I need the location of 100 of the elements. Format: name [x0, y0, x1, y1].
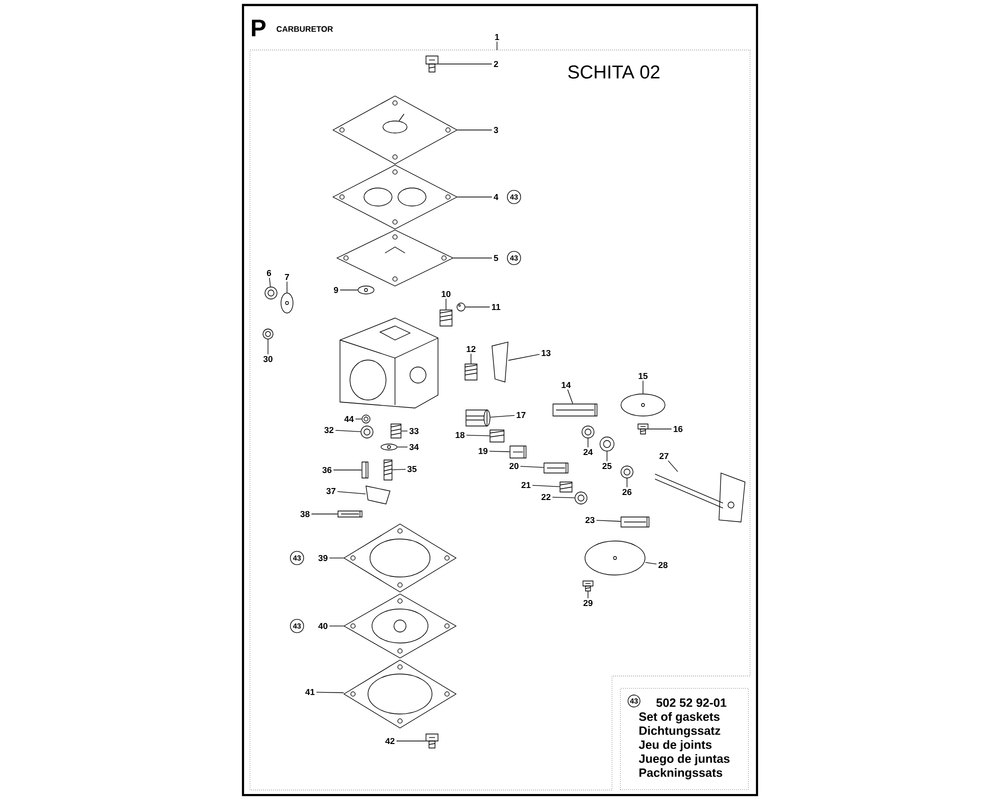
- callout-number: 23: [585, 516, 594, 524]
- leader-line: [648, 428, 672, 430]
- nut-drawing: [574, 492, 588, 504]
- leader-line: [642, 380, 644, 394]
- screw-drawing: [582, 580, 594, 592]
- callout-number: 32: [324, 426, 334, 434]
- callout-number: 27: [659, 453, 668, 460]
- leader-line: [470, 353, 472, 364]
- callout-number: 40: [318, 622, 328, 630]
- screw-drawing: [638, 424, 648, 434]
- callout-number: 42: [385, 738, 394, 744]
- o-ring-drawing: [380, 444, 398, 450]
- callout-number: 5: [494, 254, 498, 262]
- disc-drawing: [620, 394, 666, 416]
- callout-number: 19: [478, 448, 488, 454]
- callout-number: 17: [516, 412, 526, 418]
- pin-drawing: [338, 510, 362, 518]
- leader-line: [355, 418, 362, 420]
- washer-drawing: [262, 328, 274, 340]
- plate-drawing: [280, 292, 294, 314]
- lever-drawing: [492, 342, 508, 382]
- callout-number: 41: [305, 689, 315, 695]
- leader-line: [316, 692, 344, 694]
- callout-number: 38: [300, 510, 310, 518]
- shaft-drawing: [552, 404, 598, 416]
- washer-drawing: [264, 286, 278, 300]
- spring-drawing: [384, 460, 392, 480]
- gear-drawing: [600, 436, 614, 452]
- needle-drawing: [620, 516, 650, 528]
- spring-drawing: [490, 430, 504, 442]
- callout-number: 30: [263, 356, 272, 362]
- callout-number: 14: [562, 382, 571, 388]
- leader-line: [508, 354, 540, 361]
- spring-drawing: [464, 364, 478, 380]
- leader-line: [337, 491, 366, 494]
- leader-line: [567, 389, 574, 404]
- leader-line: [520, 466, 544, 468]
- leader-line: [269, 277, 271, 287]
- callout-number: 2: [494, 60, 498, 68]
- callout-number: 33: [409, 428, 418, 434]
- leader-line: [596, 520, 621, 522]
- leader-line: [532, 485, 560, 488]
- callout-number: 7: [284, 274, 290, 280]
- callout-number: 39: [318, 554, 328, 562]
- shaft-lever-drawing: [654, 472, 746, 522]
- callout-number: 10: [442, 290, 450, 298]
- leader-line: [645, 562, 657, 564]
- callout-number: 1: [495, 34, 500, 40]
- callout-number: 15: [638, 372, 648, 380]
- section-title: CARBURETOR: [276, 26, 333, 32]
- leader-line: [496, 41, 498, 50]
- bushing-drawing: [510, 446, 526, 458]
- leader-line: [335, 430, 361, 432]
- lever-drawing: [366, 486, 390, 504]
- leader-line: [392, 468, 406, 470]
- callout-number: 35: [407, 466, 417, 472]
- leader-line: [286, 281, 288, 293]
- ball-drawing: [456, 302, 466, 312]
- leader-line: [552, 496, 575, 498]
- o-ring-drawing: [358, 286, 374, 294]
- callout-number: 21: [521, 482, 531, 488]
- needle-drawing: [544, 462, 568, 474]
- valve-drawing: [466, 410, 490, 426]
- callout-number: 44: [344, 416, 354, 422]
- callout-number: 22: [541, 494, 550, 500]
- page-letter: P: [252, 20, 266, 36]
- callout-number: 36: [322, 466, 332, 474]
- leader-line: [668, 460, 678, 472]
- leader-line: [606, 451, 608, 462]
- callout-number: 29: [583, 600, 592, 606]
- callout-number: 34: [409, 444, 419, 450]
- callout-number: 4: [494, 194, 498, 200]
- spring-drawing: [390, 424, 402, 438]
- callout-number: 37: [326, 488, 336, 494]
- leader-line: [626, 478, 628, 488]
- callout-number: 26: [622, 488, 632, 496]
- washer-drawing: [582, 426, 594, 438]
- screw-drawing: [426, 56, 438, 72]
- leader-line: [401, 430, 408, 432]
- washer-drawing: [620, 466, 634, 478]
- leader-line: [397, 446, 408, 448]
- screw-drawing: [426, 734, 438, 748]
- leader-line: [490, 415, 515, 418]
- callout-number: 18: [456, 432, 465, 438]
- leader-line: [457, 196, 492, 198]
- spring-drawing: [560, 482, 572, 492]
- leader-line: [465, 306, 490, 308]
- callout-number: 11: [492, 304, 500, 310]
- callout-number: 9: [334, 286, 338, 294]
- washer-drawing: [360, 426, 374, 438]
- pin-drawing: [362, 462, 368, 478]
- callout-number: 20: [509, 462, 518, 470]
- callout-number: 28: [658, 562, 668, 568]
- spring-drawing: [440, 310, 452, 326]
- callout-number: 16: [674, 426, 682, 432]
- callout-number: 6: [266, 270, 272, 276]
- callout-number: 3: [494, 126, 498, 134]
- callout-number: 25: [602, 462, 612, 470]
- leader-line: [396, 740, 426, 742]
- disc-drawing: [584, 540, 646, 576]
